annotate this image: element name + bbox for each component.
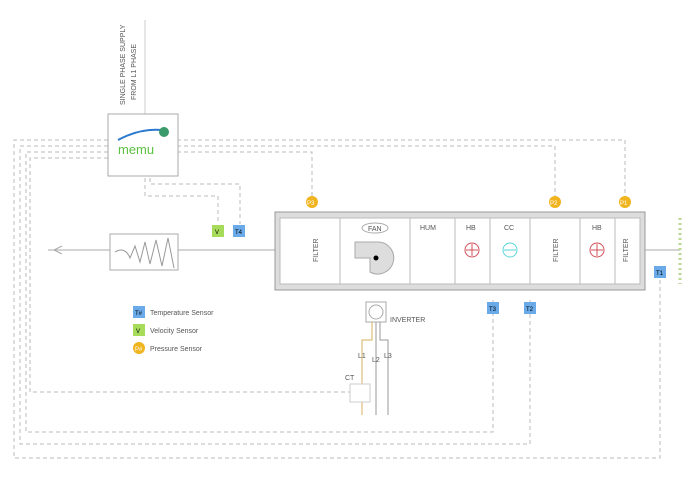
sensor-v-label: V <box>215 230 219 236</box>
phase-l1: L1 <box>358 353 366 360</box>
svg-text:V: V <box>136 329 140 335</box>
section-fan: FAN <box>368 226 382 233</box>
supply-label-1: SINGLE PHASE SUPPLY <box>120 24 127 105</box>
ct-label: CT <box>345 375 355 382</box>
control-wiring <box>13 139 661 459</box>
legend: T# Temperature Sensor V Velocity Sensor … <box>133 306 214 354</box>
ahu-unit: FILTER FAN HUM HB CC FILTER HB FILTER <box>274 211 646 291</box>
svg-text:T#: T# <box>135 311 143 317</box>
section-filter-2: FILTER <box>553 238 560 262</box>
sensor-p1: P1 <box>620 201 628 207</box>
section-hum: HUM <box>420 225 436 232</box>
supply-label-2: FROM L1 PHASE <box>131 44 138 100</box>
pressure-sensors: P3 P2 P1 <box>306 196 631 208</box>
silencer-coil-icon <box>114 237 175 269</box>
temp-sensors: T4 T3 T2 T1 <box>233 225 666 314</box>
sensor-p3: P3 <box>307 201 315 207</box>
sensor-t4: T4 <box>235 230 243 236</box>
sensor-t3: T3 <box>489 307 497 313</box>
phase-l3: L3 <box>384 353 392 360</box>
phase-l2: L2 <box>372 357 380 364</box>
section-hb-1: HB <box>466 225 476 232</box>
heater-icon <box>464 242 480 258</box>
memu-controller[interactable]: memu <box>107 113 179 177</box>
sensor-t1: T1 <box>656 271 664 277</box>
heater-icon <box>589 242 605 258</box>
svg-text:P#: P# <box>135 347 143 353</box>
section-filter-3: FILTER <box>623 238 630 262</box>
sensor-t2: T2 <box>526 307 534 313</box>
logo-swoosh-icon <box>117 128 163 141</box>
section-hb-2: HB <box>592 225 602 232</box>
ac-wave-icon <box>368 304 384 320</box>
section-filter-1: FILTER <box>313 238 320 262</box>
legend-temp: Temperature Sensor <box>150 310 214 317</box>
cooler-icon <box>502 242 518 258</box>
airflow-arrow-icon <box>52 245 63 255</box>
globe-icon <box>159 127 169 137</box>
sensor-p2: P2 <box>550 201 558 207</box>
inverter-label: INVERTER <box>390 317 425 324</box>
legend-pressure: Pressure Sensor <box>150 346 203 353</box>
legend-velocity: Velocity Sensor <box>150 328 199 335</box>
section-cc: CC <box>504 225 514 232</box>
sensor-velocity <box>212 225 224 237</box>
controller-brand: memu <box>118 142 154 157</box>
silencer <box>109 233 179 271</box>
inverter: INVERTER L1 L2 L3 CT <box>345 301 425 415</box>
